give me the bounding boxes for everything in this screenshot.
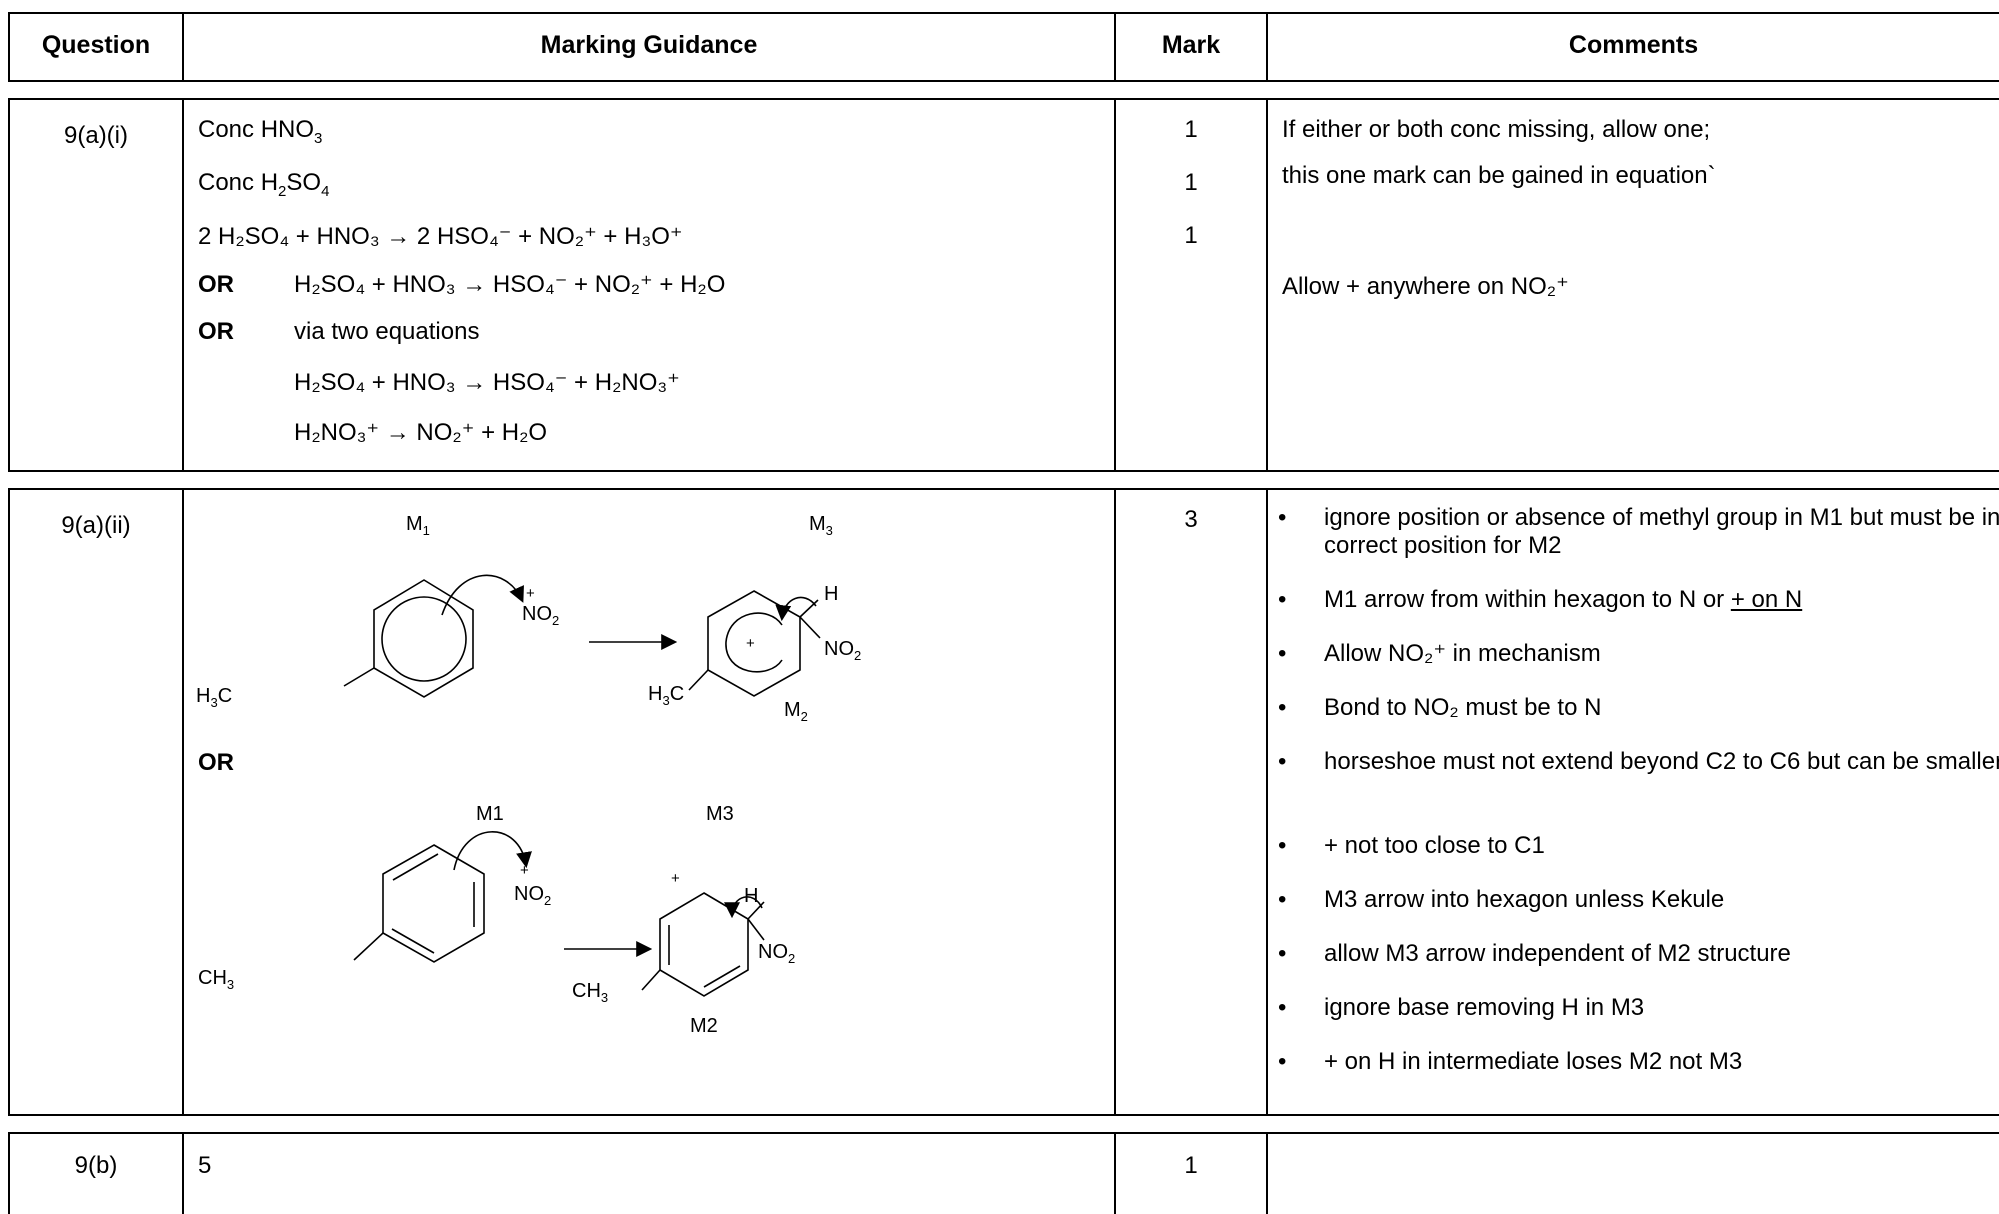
plus-sign: + — [520, 862, 529, 879]
header-row: Question Marking Guidance Mark Comments — [8, 12, 1999, 82]
toluene-ring — [373, 579, 474, 698]
equation: 2 H₂SO₄ + HNO₃ → 2 HSO₄⁻ + NO₂⁺ + H₃O⁺ — [198, 223, 683, 250]
comment: If either or both conc missing, allow on… — [1282, 116, 1711, 143]
equation: H₂NO₃⁺ → NO₂⁺ + H₂O — [294, 419, 548, 446]
plus-sign: + — [746, 635, 755, 652]
mark-cell: 1 — [1116, 1134, 1268, 1214]
curly-arrow-m3-alt — [724, 896, 763, 919]
mechanism-diagram: M1 M3 M2 + NO2 H3C + H NO2 H3C OR M1 M3 … — [196, 513, 861, 1037]
table-row: 9(a)(i) Conc HNO3 Conc H2SO4 2 H₂SO₄ + H… — [8, 98, 1999, 472]
label-no2: NO2 — [758, 941, 795, 966]
mark-value: 1 — [1184, 1152, 1198, 1179]
kekule-ring — [382, 844, 485, 963]
equation: H₂SO₄ + HNO₃ → HSO₄⁻ + H₂NO₃⁺ — [294, 369, 680, 396]
comments-cell: •ignore position or absence of methyl gr… — [1278, 504, 1999, 1075]
label-h3c: H3C — [196, 685, 232, 710]
aromatic-circle — [381, 596, 467, 682]
mark-value: 1 — [1184, 222, 1198, 249]
plus-sign: + — [671, 870, 680, 887]
comment: Allow + anywhere on NO₂⁺ — [1282, 273, 1569, 300]
comment: this one mark can be gained in equation` — [1282, 162, 1716, 189]
label-m1: M1 — [406, 513, 430, 538]
question-number: 9(a)(ii) — [10, 490, 184, 1114]
guidance-cell: 5 — [184, 1134, 1116, 1214]
curly-arrow-m1 — [441, 574, 524, 616]
comments-cell — [1268, 1134, 1999, 1214]
label-m3: M3 — [809, 513, 833, 538]
mark-value: 1 — [1184, 169, 1198, 196]
comments-cell: If either or both conc missing, allow on… — [1268, 100, 1999, 470]
label-m2: M2 — [784, 699, 808, 724]
intermediate-ring-alt — [659, 892, 749, 997]
curly-arrow-m1-alt — [453, 831, 532, 871]
mark-value: 1 — [1184, 116, 1198, 143]
question-number: 9(b) — [10, 1134, 184, 1214]
label-no2: NO2 — [522, 603, 559, 628]
label-ch3: CH3 — [198, 967, 234, 992]
header-comments: Comments — [1568, 31, 1699, 59]
or-label: OR — [198, 749, 234, 776]
curly-arrow-m3 — [775, 596, 817, 622]
header-guidance: Marking Guidance — [184, 14, 1116, 80]
label-h: H — [824, 583, 838, 605]
header-question: Question — [10, 14, 184, 80]
mark-cell: 1 1 1 — [1116, 100, 1268, 470]
label-m2-alt: M2 — [690, 1015, 718, 1037]
label-h: H — [744, 885, 758, 907]
guidance-cell: Conc HNO3 Conc H2SO4 2 H₂SO₄ + HNO₃ → 2 … — [184, 100, 1116, 470]
table-row: 9(b) 5 1 — [8, 1132, 1999, 1214]
label-h3c: H3C — [648, 683, 684, 708]
guidance-line: Conc H2SO4 — [198, 169, 330, 200]
label-m3-alt: M3 — [706, 803, 734, 825]
label-ch3: CH3 — [572, 980, 608, 1005]
question-number: 9(a)(i) — [10, 100, 184, 470]
guidance-cell: M1 M3 M2 + NO2 H3C + H NO2 H3C OR M1 M3 … — [184, 490, 1116, 1114]
mark-value: 3 — [1184, 506, 1198, 533]
horseshoe — [725, 612, 783, 673]
label-m1-alt: M1 — [476, 803, 504, 825]
label-no2: NO2 — [514, 883, 551, 908]
plus-sign: + — [526, 585, 535, 602]
label-no2: NO2 — [824, 638, 861, 663]
guidance-line: 5 — [198, 1152, 212, 1179]
header-mark: Mark — [1116, 14, 1268, 80]
guidance-line: Conc HNO3 — [198, 116, 323, 147]
mark-cell: 3 — [1116, 490, 1268, 1114]
table-row: 9(a)(ii) — [8, 488, 1999, 1116]
